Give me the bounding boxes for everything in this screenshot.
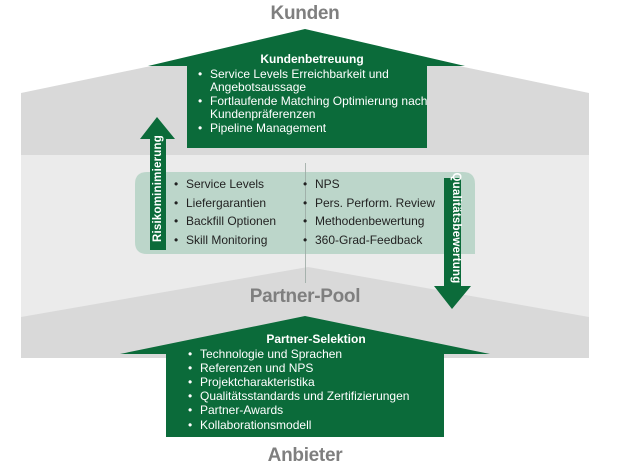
risk-arrow — [140, 117, 175, 250]
list-item: Referenzen und NPS — [186, 361, 446, 375]
customer-care-box: Kundenbetreuung Service Levels Erreichba… — [196, 52, 428, 136]
list-item: Service Levels — [172, 175, 302, 194]
partner-selection-title: Partner-Selektion — [266, 332, 366, 346]
risk-arrow-label: Risikominimierung — [152, 135, 164, 242]
list-item: Backfill Optionen — [172, 212, 302, 231]
list-item: Kollaborationsmodell — [186, 418, 446, 432]
list-item: Service Levels Erreichbarkeit und Angebo… — [196, 67, 428, 95]
partner-pool-label: Partner-Pool — [249, 286, 361, 307]
quality-arrow-label: Qualitätsbewertung — [450, 172, 462, 284]
list-item: NPS — [301, 175, 451, 194]
list-item: 360-Grad-Feedback — [301, 231, 451, 250]
partner-selection-box: Partner-Selektion Technologie und Sprach… — [186, 332, 446, 432]
list-item: Pipeline Management — [196, 121, 428, 136]
quality-arrow — [434, 178, 471, 309]
customer-care-list: Service Levels Erreichbarkeit und Angebo… — [196, 67, 428, 136]
list-item: Fortlaufende Matching Optimierung nach K… — [196, 94, 428, 122]
list-item: Methodenbewertung — [301, 212, 451, 231]
list-item: Skill Monitoring — [172, 231, 302, 250]
quality-measures-list: NPS Pers. Perform. Review Methodenbewert… — [301, 175, 451, 249]
customer-care-title: Kundenbetreuung — [260, 52, 364, 66]
list-item: Partner-Awards — [186, 403, 446, 417]
list-item: Liefergarantien — [172, 194, 302, 213]
risk-measures-list: Service Levels Liefergarantien Backfill … — [172, 175, 302, 249]
customers-label: Kunden — [270, 3, 340, 24]
partner-selection-list: Technologie und Sprachen Referenzen und … — [186, 347, 446, 432]
partner-pool-band — [21, 267, 589, 358]
list-item: Pers. Perform. Review — [301, 194, 451, 213]
list-item: Projektcharakteristika — [186, 375, 446, 389]
list-item: Technologie und Sprachen — [186, 347, 446, 361]
list-item: Qualitätsstandards und Zertifizierungen — [186, 389, 446, 403]
providers-label: Anbieter — [267, 445, 343, 466]
